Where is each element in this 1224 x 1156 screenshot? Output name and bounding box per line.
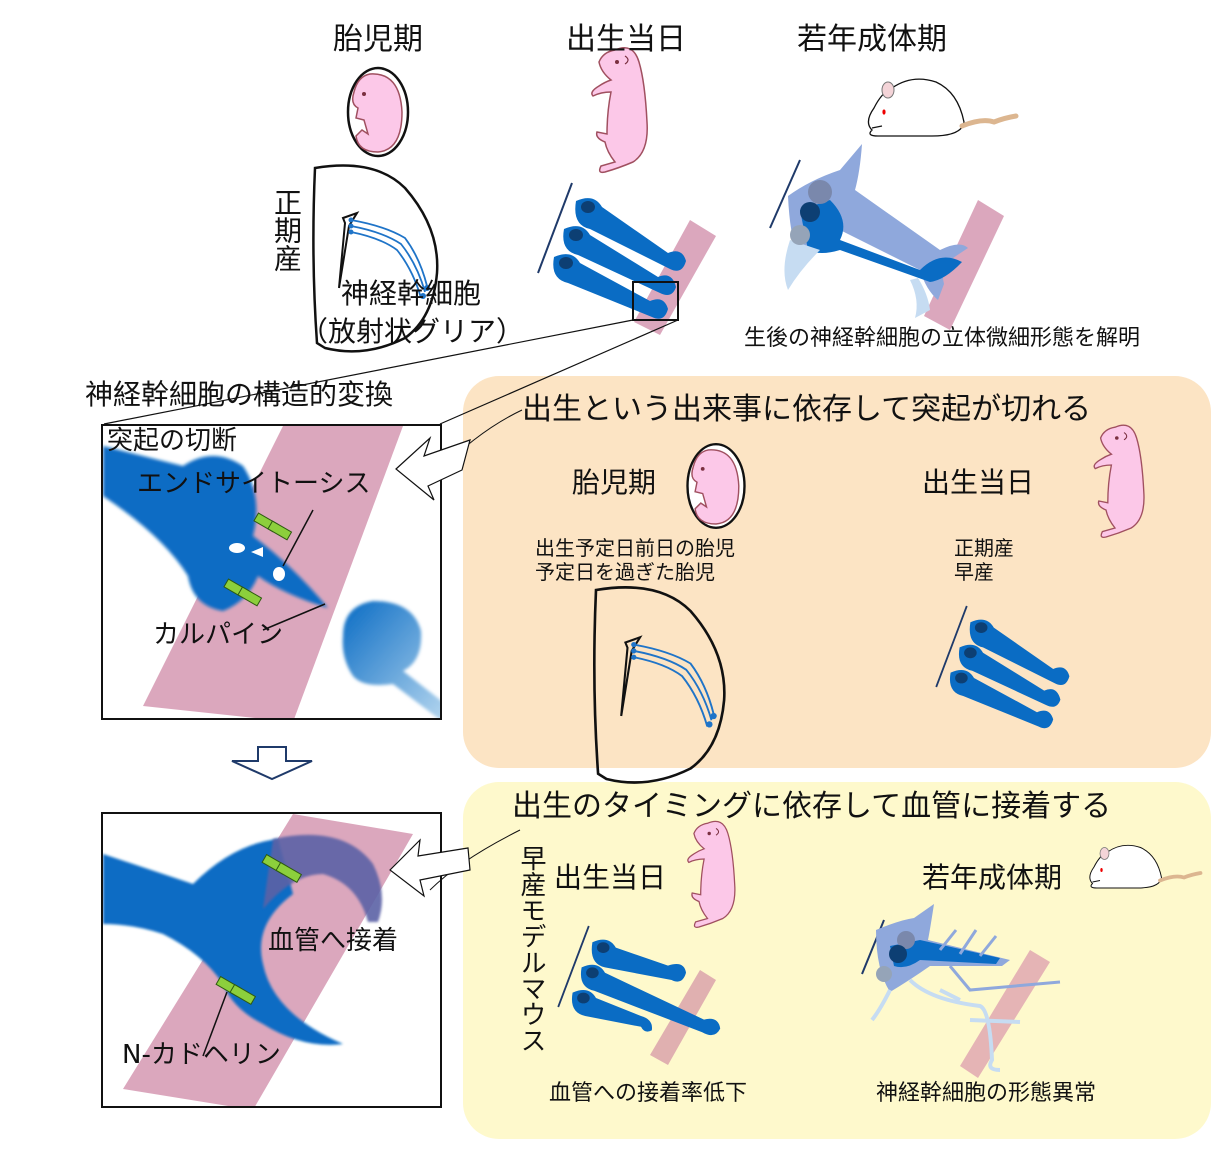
newborn-pup-icon xyxy=(1093,424,1145,539)
young-adult-label: 若年成体期 xyxy=(797,22,947,57)
adjacent-cell-endfoot xyxy=(342,601,440,718)
adult-nsc-illustration xyxy=(769,144,1004,330)
attach-label: 血管へ接着 xyxy=(268,926,399,956)
birth-event-panel xyxy=(463,376,1211,768)
box1-title: 突起の切断 xyxy=(107,426,238,456)
abnormal-nsc-illustration xyxy=(861,904,1061,1078)
endfoot-shape xyxy=(103,446,328,611)
zoom-region-box xyxy=(632,281,679,321)
newborn-pup-icon xyxy=(687,820,736,928)
newborn-pup-icon xyxy=(591,46,648,174)
orange-fetal-note-2: 予定日を過ぎた胎児 xyxy=(535,560,715,584)
process-cutting-box xyxy=(101,424,442,720)
vessel-attachment-illustration xyxy=(103,814,413,1106)
orange-birth-note-2: 早産 xyxy=(954,560,994,584)
callout-arrow xyxy=(395,436,471,501)
vessel-attachment-box xyxy=(101,812,442,1108)
orange-fetal-label: 胎児期 xyxy=(572,466,657,499)
brain-section-icon xyxy=(593,586,726,784)
premature-model-label: 早産モデルマウス xyxy=(516,845,546,1053)
fetal-stage-label: 胎児期 xyxy=(333,22,423,57)
orange-birth-label: 出生当日 xyxy=(922,466,1035,499)
fetus-icon xyxy=(686,443,746,529)
yellow-birth-label: 出生当日 xyxy=(554,861,667,894)
endocytosis-label: エンドサイトーシス xyxy=(137,469,371,499)
structural-transformation-title: 神経幹細胞の構造的変換 xyxy=(85,378,394,411)
down-arrow-icon xyxy=(231,746,313,781)
calpain-label: カルパイン xyxy=(153,620,284,650)
orange-birth-note-1: 正期産 xyxy=(954,536,1014,560)
process-cutting-illustration xyxy=(103,426,440,718)
ncadherin-label: N-カドヘリン xyxy=(122,1040,281,1070)
term-birth-label: 正期産 xyxy=(270,188,303,272)
attachment-rate-caption: 血管への接着率低下 xyxy=(549,1081,748,1106)
orange-fetal-note-1: 出生予定日前日の胎児 xyxy=(535,536,735,560)
nsc-label: 神経幹細胞 xyxy=(341,277,482,310)
radial-glia-label: （放射状グリア） xyxy=(300,315,525,348)
radial-glia-cells xyxy=(557,925,721,1036)
adult-nsc-caption: 生後の神経幹細胞の立体微細形態を解明 xyxy=(744,326,1141,351)
yellow-young-adult-label: 若年成体期 xyxy=(922,861,1063,894)
orange-panel-title: 出生という出来事に依存して突起が切れる xyxy=(522,392,1092,427)
birth-timing-panel xyxy=(463,782,1211,1139)
yellow-panel-title: 出生のタイミングに依存して血管に接着する xyxy=(512,789,1112,824)
callout-arrow xyxy=(389,838,471,898)
blood-vessel xyxy=(123,814,413,1106)
cadherin-marker xyxy=(223,512,293,607)
radial-glia-cells xyxy=(935,605,1071,730)
morphology-caption: 神経幹細胞の形態異常 xyxy=(876,1081,1097,1106)
birth-day-label: 出生当日 xyxy=(566,22,686,57)
fetus-icon xyxy=(346,66,410,158)
adult-mouse-icon xyxy=(868,79,1016,136)
adult-mouse-icon xyxy=(1087,843,1203,890)
